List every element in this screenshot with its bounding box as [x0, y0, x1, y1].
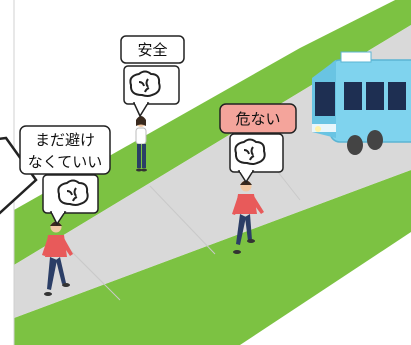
bubble-danger-label: 危ない: [235, 110, 280, 128]
bubble-danger: 危ない: [219, 103, 297, 184]
upper-grass-strip: [14, 0, 411, 265]
brain-icon: [57, 179, 89, 206]
pedestrian-danger: [232, 180, 264, 254]
lower-grass-strip: [14, 170, 411, 345]
left-callout-pointer: [0, 136, 38, 215]
pedestrian-left: [42, 221, 73, 296]
brain-icon: [129, 70, 161, 97]
bubble-safe-label: 安全: [137, 41, 167, 59]
bus: [312, 51, 411, 155]
bubble-not-yet: まだ避け なくていい: [19, 125, 111, 226]
brain-icon: [234, 138, 266, 165]
bubble-not-yet-line1: まだ避け: [35, 131, 95, 149]
pedestrian-woman: [135, 116, 147, 172]
sidewalk: [14, 25, 411, 318]
bubble-safe: 安全: [120, 35, 185, 118]
bubble-not-yet-line2: なくていい: [28, 153, 103, 171]
